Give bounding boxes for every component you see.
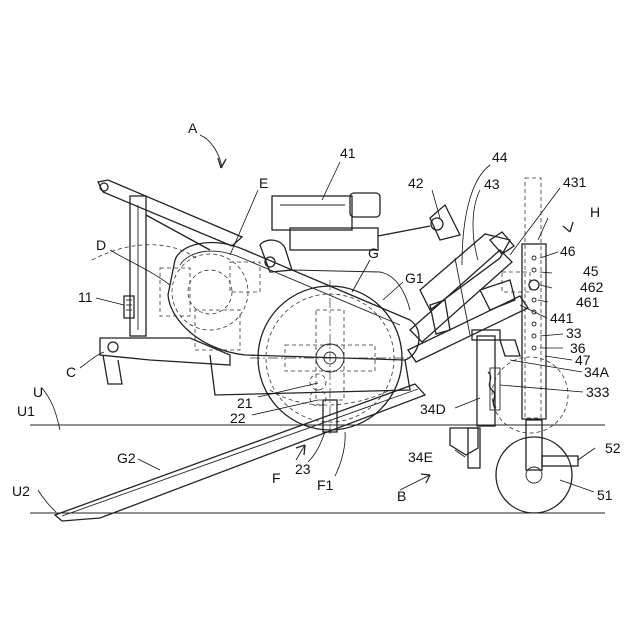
label-B: B [397, 488, 406, 504]
label-11: 11 [78, 289, 93, 305]
label-C: C [66, 364, 76, 380]
label-41: 41 [340, 145, 356, 161]
label-G1: G1 [405, 270, 424, 286]
label-46: 46 [560, 243, 576, 259]
belt-housing [168, 240, 419, 395]
label-42: 42 [408, 175, 424, 191]
engine-hidden [92, 245, 260, 350]
label-A: A [188, 120, 198, 136]
label-U1: U1 [17, 403, 35, 419]
label-34D: 34D [420, 401, 446, 417]
label-F1: F1 [317, 477, 334, 493]
label-45: 45 [583, 263, 599, 279]
leg-mechanism [450, 330, 568, 468]
label-U2: U2 [12, 483, 30, 499]
label-43: 43 [484, 176, 500, 192]
label-333: 333 [586, 384, 610, 400]
label-441: 441 [550, 310, 574, 326]
label-431: 431 [563, 174, 587, 190]
label-H: H [590, 204, 600, 220]
label-U: U [33, 384, 43, 400]
label-51: 51 [597, 487, 613, 503]
ground-lines [30, 425, 605, 513]
label-21: 21 [237, 395, 253, 411]
pointer-arrows [218, 158, 573, 483]
label-23: 23 [295, 461, 311, 477]
label-G: G [368, 245, 379, 261]
label-34A: 34A [584, 364, 610, 380]
lift-arms [408, 232, 530, 362]
motor-unit [272, 193, 460, 250]
label-44: 44 [492, 149, 508, 165]
label-462: 462 [580, 279, 604, 295]
label-461: 461 [576, 294, 600, 310]
label-G2: G2 [117, 450, 136, 466]
label-F: F [272, 470, 281, 486]
label-E: E [259, 175, 268, 191]
label-33: 33 [566, 325, 582, 341]
label-52: 52 [605, 440, 621, 456]
label-22: 22 [230, 410, 246, 426]
drive-wheel [250, 280, 410, 435]
label-D: D [96, 237, 106, 253]
label-34E: 34E [408, 449, 433, 465]
